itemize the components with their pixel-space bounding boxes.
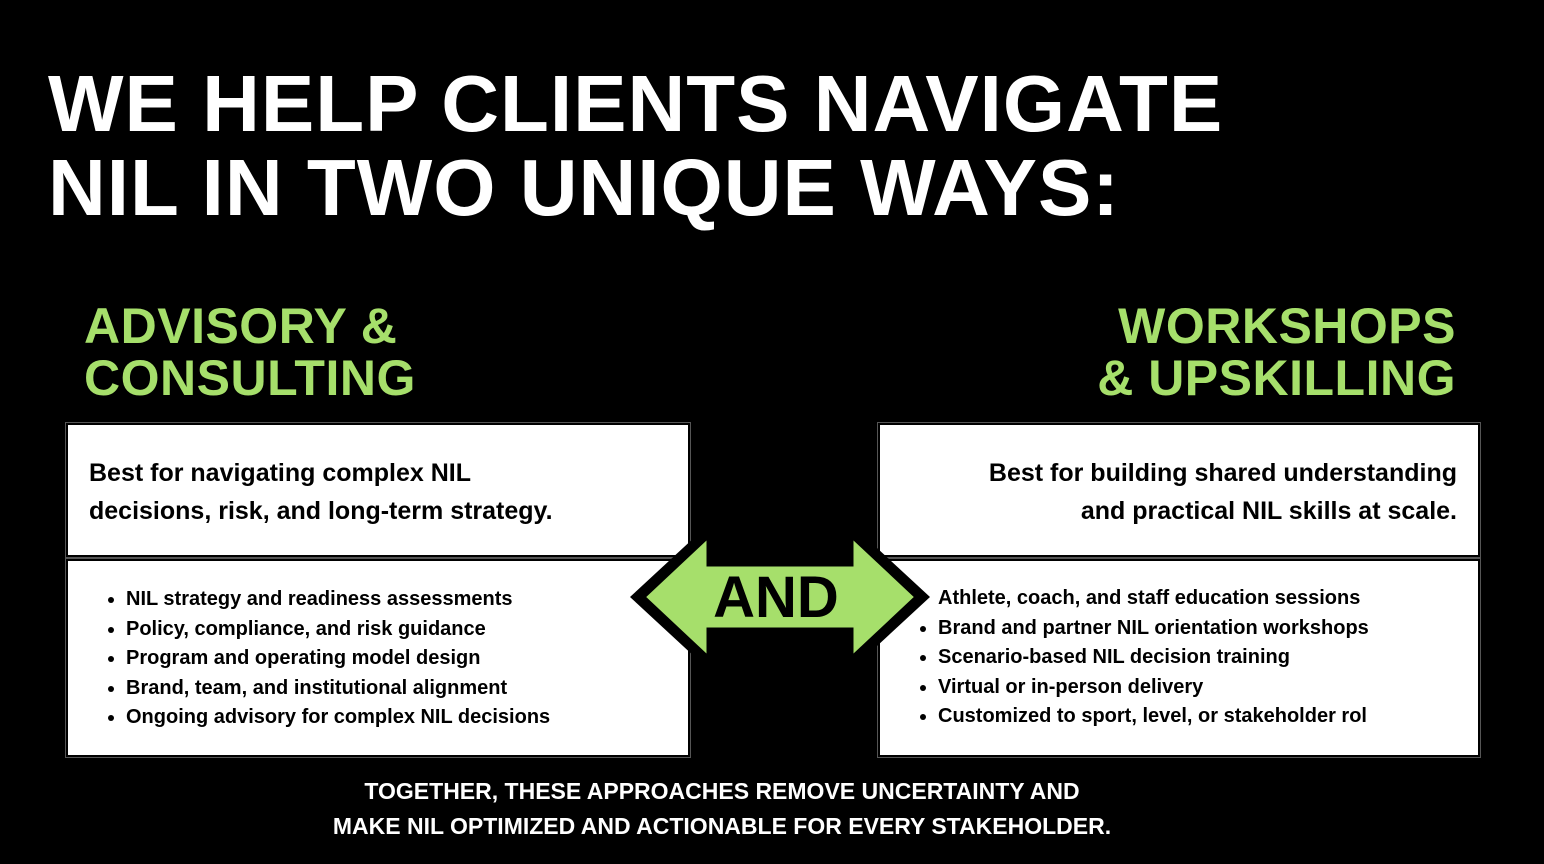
advisory-tagline-box: Best for navigating complex NIL decision…	[65, 422, 691, 558]
double-arrow-icon	[630, 525, 930, 671]
advisory-tagline: Best for navigating complex NIL decision…	[89, 454, 688, 530]
advisory-tagline-line-1: Best for navigating complex NIL	[89, 459, 472, 487]
advisory-list: NIL strategy and readiness assessments P…	[104, 585, 688, 733]
list-item: Program and operating model design	[126, 644, 688, 674]
list-item: NIL strategy and readiness assessments	[126, 585, 688, 615]
list-item: Customized to sport, level, or stakehold…	[938, 702, 1478, 732]
list-item: Scenario-based NIL decision training	[938, 643, 1478, 673]
workshops-list-box: Athlete, coach, and staff education sess…	[877, 558, 1481, 758]
title-line-1: WE HELP CLIENTS NAVIGATE	[48, 59, 1224, 148]
workshops-tagline-box: Best for building shared understanding a…	[877, 422, 1481, 558]
list-item: Ongoing advisory for complex NIL decisio…	[126, 703, 688, 733]
list-item: Virtual or in-person delivery	[938, 673, 1478, 703]
advisory-heading-line-2: CONSULTING	[84, 350, 416, 406]
workshops-tagline: Best for building shared understanding a…	[880, 454, 1457, 530]
advisory-list-box: NIL strategy and readiness assessments P…	[65, 558, 691, 758]
workshops-heading-line-1: WORKSHOPS	[1118, 298, 1456, 354]
page-title: WE HELP CLIENTS NAVIGATE NIL IN TWO UNIQ…	[48, 62, 1223, 230]
list-item: Brand, team, and institutional alignment	[126, 674, 688, 704]
list-item: Brand and partner NIL orientation worksh…	[938, 614, 1478, 644]
advisory-heading-line-1: ADVISORY &	[84, 298, 398, 354]
footer-statement: TOGETHER, THESE APPROACHES REMOVE UNCERT…	[0, 774, 1444, 844]
footer-line-1: TOGETHER, THESE APPROACHES REMOVE UNCERT…	[364, 778, 1080, 804]
list-item: Athlete, coach, and staff education sess…	[938, 587, 1361, 609]
workshops-list: Athlete, coach, and staff education sess…	[916, 584, 1478, 732]
list-item: Policy, compliance, and risk guidance	[126, 615, 688, 645]
advisory-heading: ADVISORY & CONSULTING	[84, 300, 416, 404]
workshops-tagline-line-1: Best for building shared understanding	[988, 459, 1457, 487]
workshops-heading: WORKSHOPS & UPSKILLING	[1097, 300, 1456, 404]
workshops-tagline-line-2: and practical NIL skills at scale.	[1080, 497, 1457, 525]
workshops-heading-line-2: & UPSKILLING	[1097, 350, 1456, 406]
advisory-tagline-line-2: decisions, risk, and long-term strategy.	[89, 497, 553, 525]
and-label: AND	[713, 565, 839, 630]
footer-line-2: MAKE NIL OPTIMIZED AND ACTIONABLE FOR EV…	[332, 813, 1112, 839]
title-line-2: NIL IN TWO UNIQUE WAYS:	[48, 143, 1120, 232]
